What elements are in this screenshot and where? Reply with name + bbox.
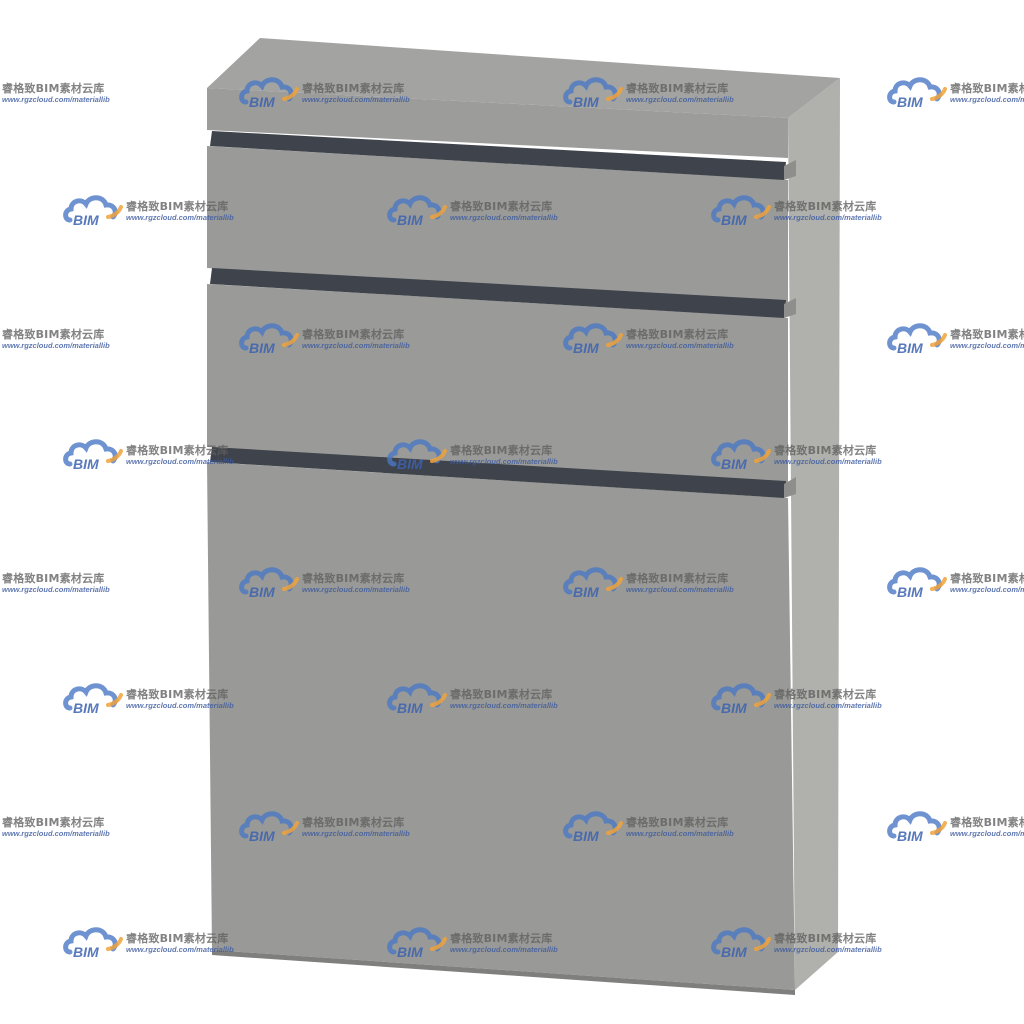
cabinet-top-surface <box>207 38 840 118</box>
groove-notch-2 <box>784 298 796 318</box>
groove-notch-3 <box>784 477 796 498</box>
drawer-groove-3 <box>210 447 786 498</box>
drawer-front-top <box>207 146 788 308</box>
cabinet-top-rim <box>207 88 788 158</box>
cabinet-side-panel <box>788 78 840 990</box>
drawer-groove-1 <box>210 131 786 180</box>
drawer-front-middle <box>207 284 788 486</box>
drawer-groove-2 <box>210 268 786 318</box>
cabinet-bottom-edge <box>212 950 795 995</box>
groove-notch-1 <box>784 160 796 180</box>
drawer-front-bottom <box>207 462 795 990</box>
